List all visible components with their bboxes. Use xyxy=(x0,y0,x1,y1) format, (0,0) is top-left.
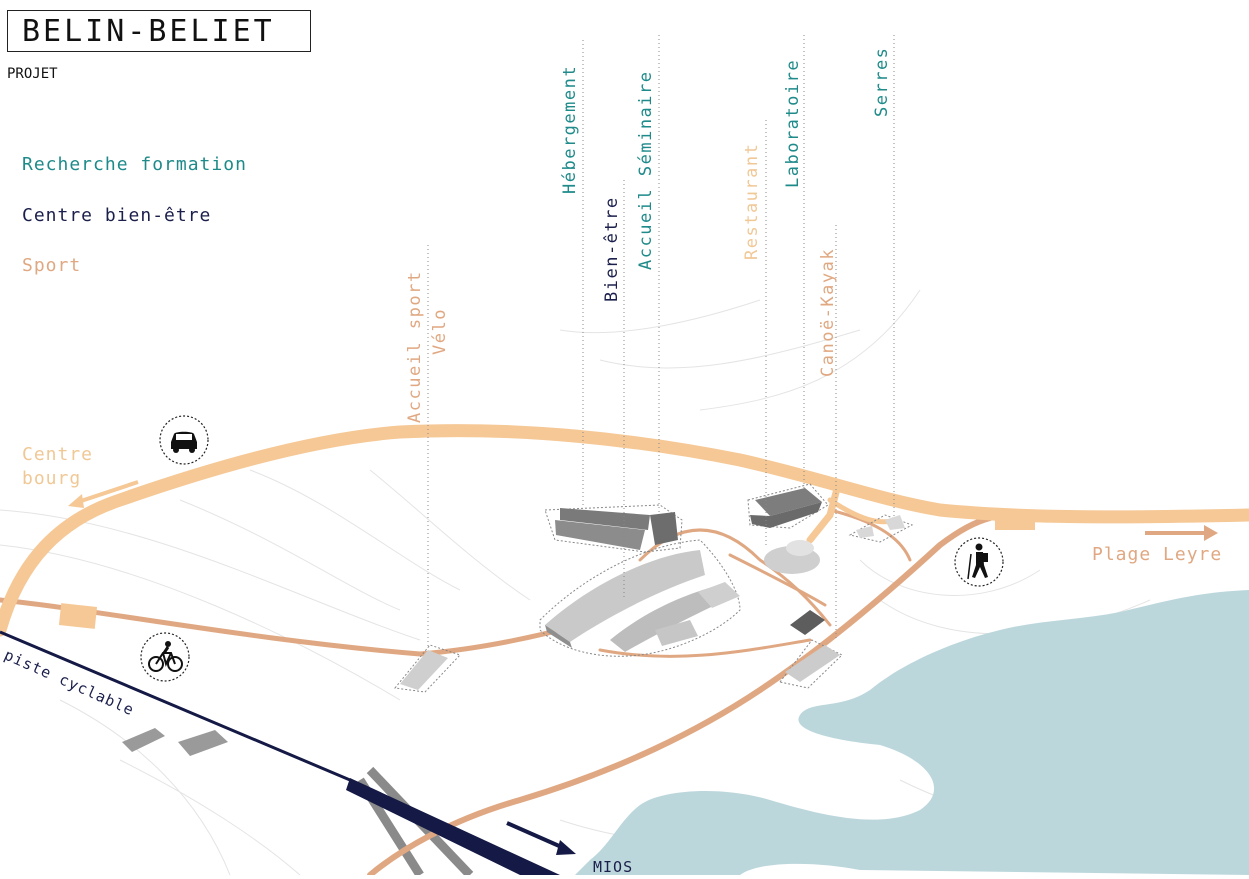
car-icon xyxy=(159,415,209,465)
label-canoe-kayak: Canoë-Kayak xyxy=(818,247,838,377)
label-mios: MIOS xyxy=(593,858,634,876)
sport-path-diag xyxy=(728,553,827,607)
river-upper xyxy=(950,598,1249,705)
sport-path-south xyxy=(367,515,993,875)
outline-accueil-sport xyxy=(394,644,461,693)
parking-east xyxy=(995,510,1035,530)
label-hebergement: Hébergement xyxy=(560,64,580,194)
label-laboratoire: Laboratoire xyxy=(783,58,803,188)
main-road xyxy=(0,424,1249,637)
label-bien-etre: Bien-être xyxy=(602,196,622,302)
arrow-plage-leyre xyxy=(1145,525,1218,541)
label-centre-bourg-line2: bourg xyxy=(22,468,82,489)
outline-laboratoire xyxy=(747,483,829,529)
label-plage-leyre: Plage Leyre xyxy=(1092,544,1223,565)
arrow-mios xyxy=(506,821,576,855)
label-accueil-sport: Accueil sport xyxy=(405,270,425,423)
page-title: BELIN-BELIET xyxy=(22,14,275,49)
road-spur-north xyxy=(806,481,842,544)
parking-west xyxy=(58,603,98,629)
label-velo: Vélo xyxy=(430,308,450,355)
outline-main-complex xyxy=(539,539,741,657)
legend-research: Recherche formation xyxy=(22,154,247,175)
title-box xyxy=(7,10,311,52)
outline-serres xyxy=(848,514,914,543)
arrow-centre-bourg xyxy=(68,480,139,508)
label-accueil-seminaire-text: Accueil Séminaire xyxy=(636,70,656,271)
buildings xyxy=(122,488,905,756)
legend-sport: Sport xyxy=(22,255,82,276)
label-restaurant: Restaurant xyxy=(742,142,762,260)
legend-wellness: Centre bien-être xyxy=(22,205,212,226)
label-centre-bourg-line1: Centre xyxy=(22,444,94,465)
label-accueil-seminaire: Accueil Séminaire xyxy=(636,70,656,271)
label-serres: Serres xyxy=(872,46,892,117)
page-subtitle: PROJET xyxy=(7,66,58,82)
bicycle-icon xyxy=(140,632,190,682)
bike-path xyxy=(0,630,351,782)
outline-hebergement xyxy=(544,504,683,553)
sport-path-east xyxy=(828,508,912,562)
label-centre-bourg: Centre bourg xyxy=(22,443,93,491)
bike-path-bold xyxy=(346,778,560,875)
sport-path-link xyxy=(598,638,812,658)
hiker-icon xyxy=(954,537,1004,587)
